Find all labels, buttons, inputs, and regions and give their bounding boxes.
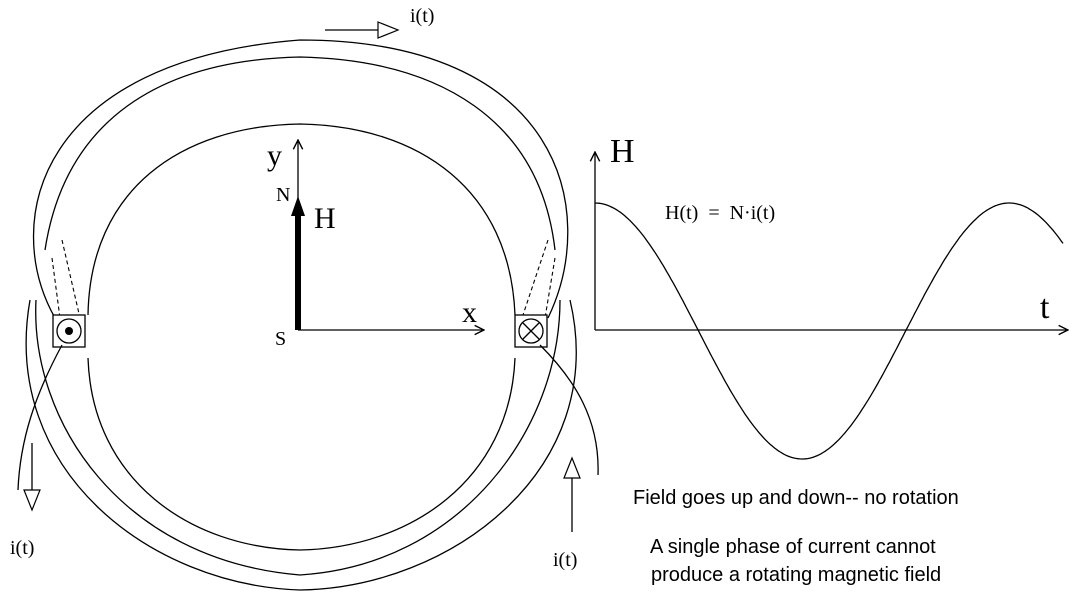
right-slot-dash-a (521, 239, 549, 319)
left-slot-dash-a (51, 257, 61, 319)
field-vector-h (291, 196, 305, 330)
north-pole-label: N (276, 184, 290, 206)
left-current-arrow (23, 443, 41, 512)
right-coil-lead (539, 344, 599, 476)
left-conductor-out-of-page (52, 314, 86, 348)
y-axis-label: y (267, 139, 282, 172)
stator-middle-ring (44, 56, 556, 251)
plot-t-axis-label: t (1040, 289, 1050, 326)
left-coil-lead (17, 344, 63, 491)
right-current-label: i(t) (553, 549, 577, 571)
stator-outer-ring (32, 39, 569, 319)
south-pole-label: S (275, 328, 286, 350)
plot-h-axis-label: H (610, 133, 635, 170)
top-current-arrow (325, 21, 400, 39)
x-axis-label: x (462, 296, 477, 329)
single-phase-note-line2: produce a rotating magnetic field (651, 564, 941, 586)
left-slot-dash-b (61, 239, 81, 319)
right-conductor-into-page (514, 314, 548, 348)
stator-lower-mid-ring (35, 299, 561, 576)
single-phase-note-line1: A single phase of current cannot (650, 536, 936, 558)
top-current-label: i(t) (410, 5, 434, 27)
field-equation: H(t) = N·i(t) (665, 202, 775, 224)
right-current-arrow (563, 456, 581, 532)
stator-inner-bore (87, 123, 516, 316)
stator-outer-ring-lower (25, 299, 577, 591)
stator-inner-bore-lower (87, 357, 516, 551)
h-of-t-waveform (594, 202, 1064, 460)
right-slot-dash-b (544, 257, 556, 319)
field-vector-label: H (314, 202, 336, 235)
no-rotation-note: Field goes up and down-- no rotation (633, 487, 959, 509)
left-current-label: i(t) (10, 537, 34, 559)
